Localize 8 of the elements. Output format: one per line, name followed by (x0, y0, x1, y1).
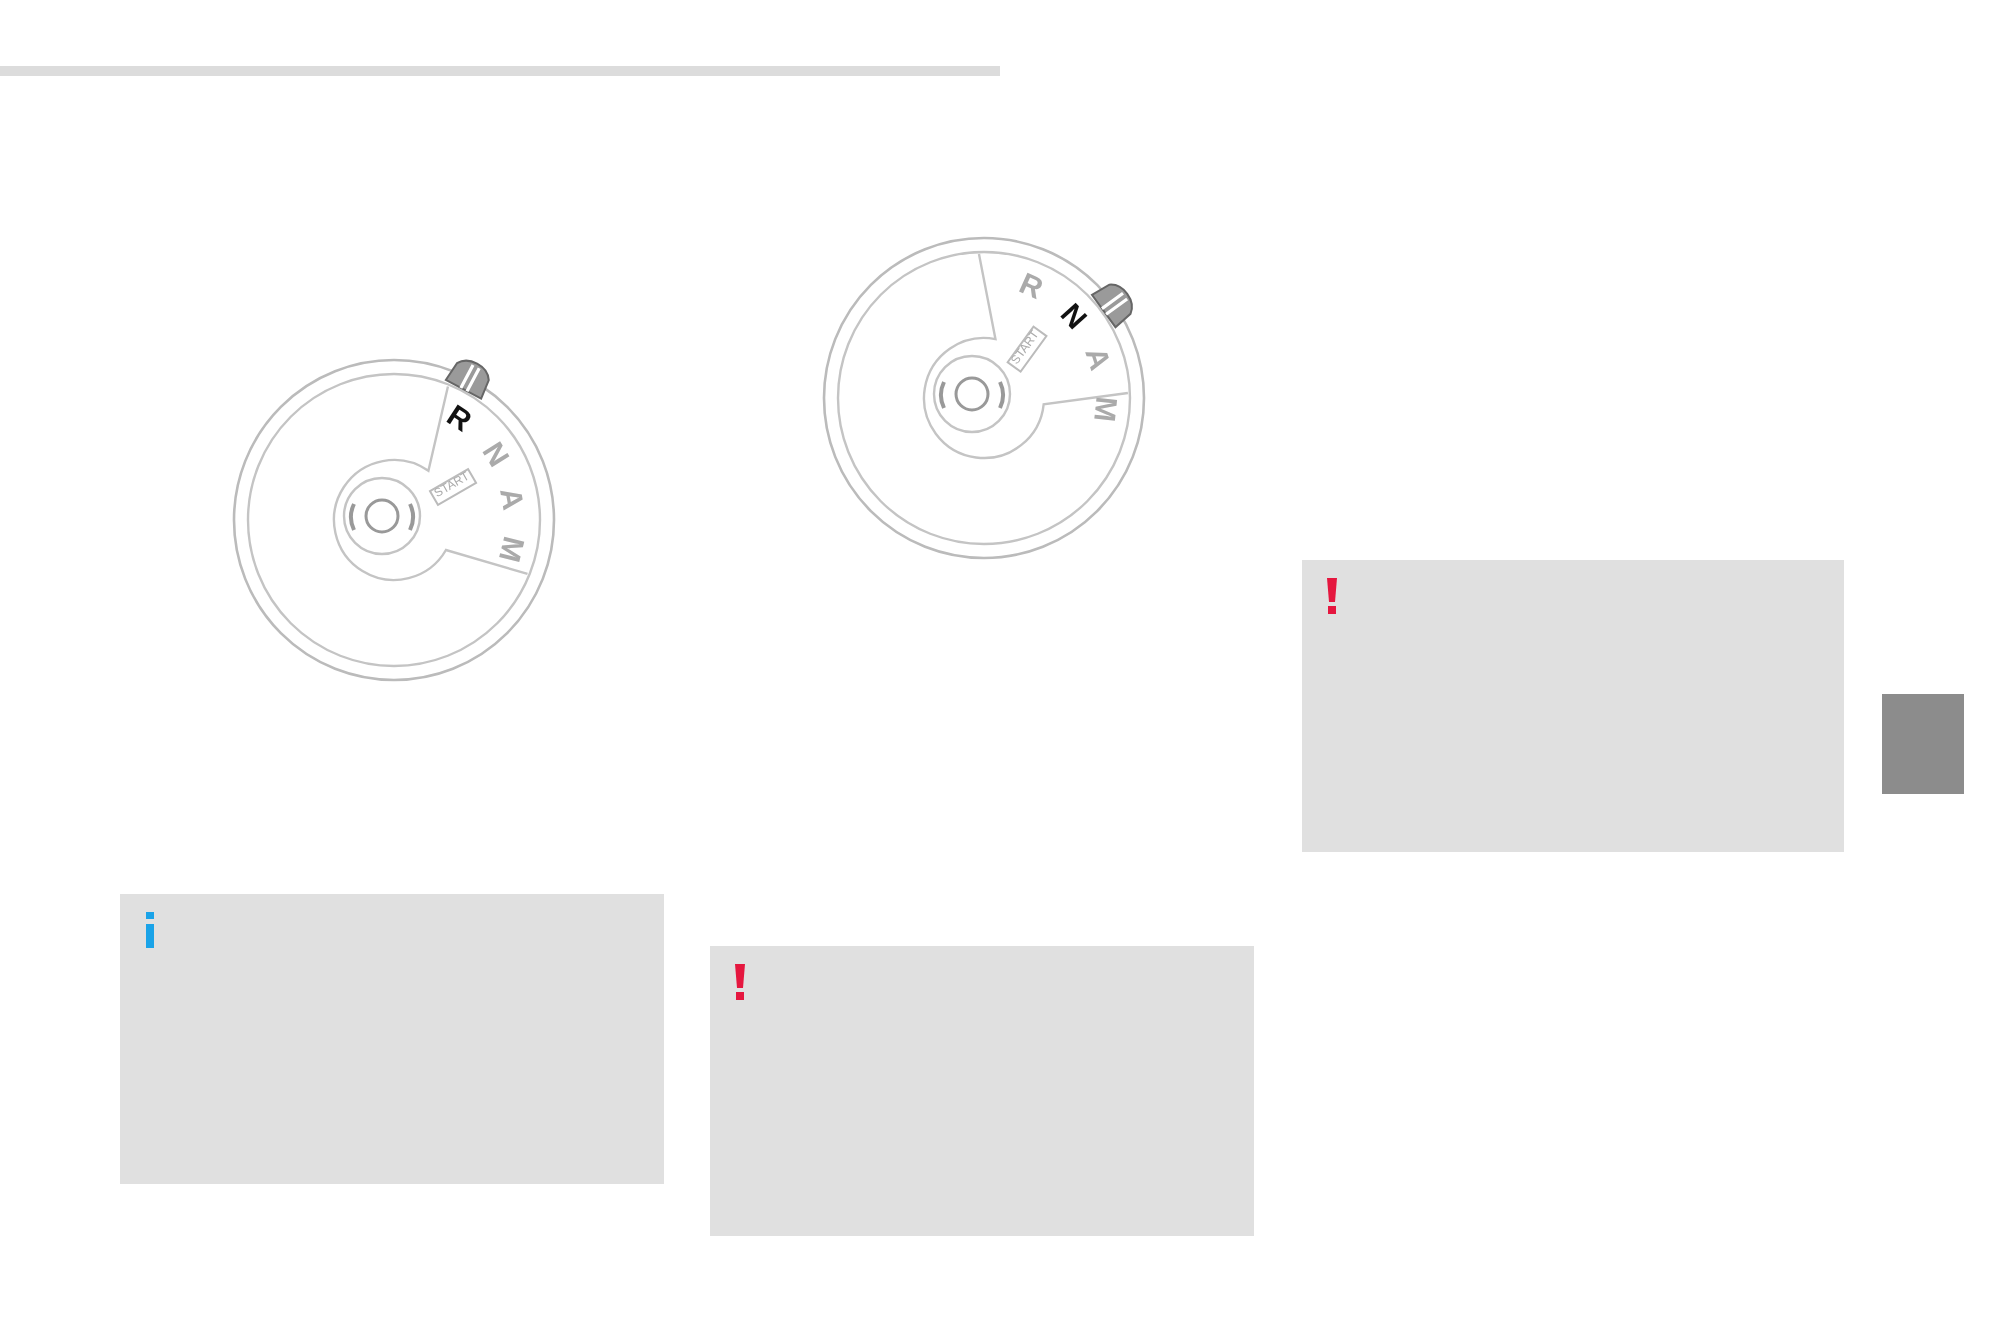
gear-letter: M (493, 532, 529, 564)
gear-letter: R (1015, 269, 1048, 306)
gear-letter: N (1053, 298, 1091, 335)
gear-letter: M (1087, 395, 1121, 424)
gear-letter: A (1079, 344, 1115, 375)
gear-letter: R (440, 399, 476, 437)
gear-letter: A (494, 484, 528, 512)
gear-letter: N (476, 438, 514, 473)
